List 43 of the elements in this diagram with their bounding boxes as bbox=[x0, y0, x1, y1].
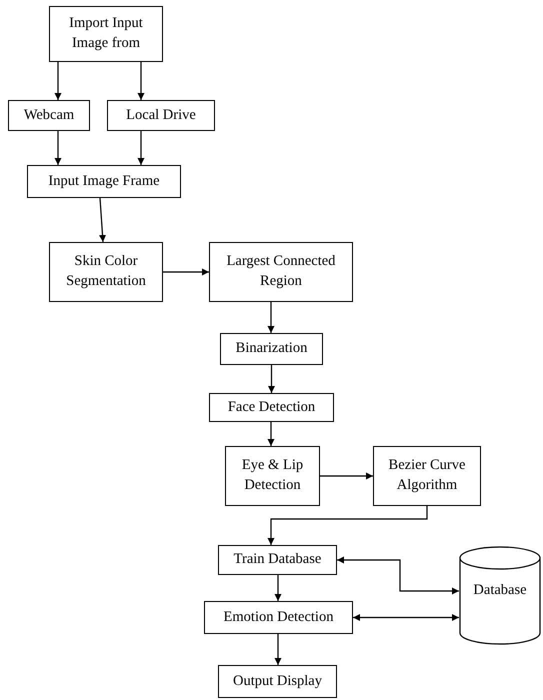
arrow bbox=[268, 422, 274, 446]
process-box bbox=[107, 100, 215, 131]
arrow bbox=[54, 131, 62, 165]
arrow bbox=[268, 302, 274, 333]
arrow bbox=[54, 62, 62, 100]
arrow bbox=[274, 575, 282, 601]
node-label: Local Drive bbox=[126, 106, 196, 125]
arrow bbox=[138, 62, 144, 100]
node-label: Import Input Image from bbox=[68, 14, 144, 53]
process-box bbox=[220, 333, 323, 365]
arrow bbox=[353, 614, 459, 621]
node-label: Webcam bbox=[24, 106, 74, 125]
process-box bbox=[373, 446, 481, 506]
node-label: Largest Connected Region bbox=[226, 252, 336, 291]
node-label: Input Image Frame bbox=[48, 172, 160, 191]
database-cylinder bbox=[459, 546, 541, 645]
arrow bbox=[337, 556, 459, 594]
arrow bbox=[99, 198, 106, 242]
node-label: Eye & Lip Detection bbox=[240, 456, 304, 495]
arrow bbox=[268, 365, 275, 393]
arrow bbox=[274, 634, 282, 665]
process-box bbox=[49, 6, 163, 62]
node-label: Face Detection bbox=[228, 398, 316, 417]
process-box bbox=[218, 545, 337, 575]
node-label: Skin Color Segmentation bbox=[65, 252, 147, 291]
arrow bbox=[268, 506, 428, 545]
process-box bbox=[209, 393, 334, 422]
node-label: Bezier Curve Algorithm bbox=[388, 456, 466, 495]
process-box bbox=[209, 242, 353, 302]
arrow bbox=[320, 472, 373, 480]
process-box bbox=[225, 446, 320, 506]
node-label: Database bbox=[473, 581, 527, 600]
process-box bbox=[27, 165, 181, 198]
node-label: Output Display bbox=[232, 672, 322, 691]
process-box bbox=[218, 665, 337, 698]
process-box bbox=[204, 601, 353, 634]
node-label: Emotion Detection bbox=[224, 608, 334, 627]
node-label: Train Database bbox=[234, 550, 322, 570]
arrow bbox=[138, 131, 144, 165]
node-label: Binarization bbox=[236, 339, 308, 358]
process-box bbox=[49, 242, 163, 302]
arrow bbox=[163, 268, 209, 276]
process-box bbox=[8, 100, 90, 131]
